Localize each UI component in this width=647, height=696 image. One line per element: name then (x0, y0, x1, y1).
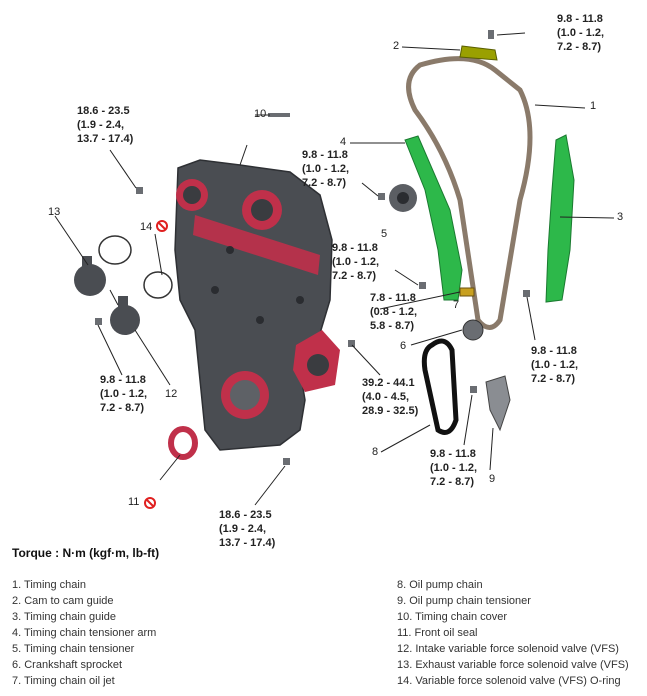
callout-3: 3 (617, 211, 624, 223)
chain-tensioner (389, 184, 417, 212)
legend-right: 8. Oil pump chain 9. Oil pump chain tens… (397, 577, 629, 689)
torque-cover-mid: 39.2 - 44.1 (4.0 - 4.5, 28.9 - 32.5) (362, 377, 419, 417)
torque-cam-guide: 9.8 - 11.8 (1.0 - 1.2, 7.2 - 8.7) (557, 13, 605, 53)
torque-tensioner: 9.8 - 11.8 (1.0 - 1.2, 7.2 - 8.7) (332, 242, 380, 282)
legend-item: 13. Exhaust variable force solenoid valv… (397, 659, 629, 671)
diagram-svg (54, 30, 615, 509)
exhaust-vfs (74, 256, 106, 296)
callout-1: 1 (590, 100, 597, 112)
exploded-diagram: 9.8 - 11.8 (1.0 - 1.2, 7.2 - 8.7) 18.6 -… (48, 13, 624, 549)
torque-cover-lower: 18.6 - 23.5 (1.9 - 2.4, 13.7 - 17.4) (219, 509, 276, 549)
callout-7: 7 (453, 299, 460, 311)
legend-item: 9. Oil pump chain tensioner (397, 595, 531, 607)
crankshaft-sprocket (462, 319, 484, 341)
torque-oil-pump-tensioner: 9.8 - 11.8 (1.0 - 1.2, 7.2 - 8.7) (430, 448, 478, 488)
legend-item: 12. Intake variable force solenoid valve… (397, 643, 619, 655)
torque-cover-upper: 18.6 - 23.5 (1.9 - 2.4, 13.7 - 17.4) (77, 105, 134, 145)
callout-6: 6 (400, 340, 407, 352)
legend-item: 5. Timing chain tensioner (12, 643, 135, 655)
timing-chain-cover (174, 159, 340, 451)
callout-13: 13 (48, 206, 61, 218)
torque-oil-jet: 7.8 - 11.8 (0.8 - 1.2, 5.8 - 8.7) (370, 292, 418, 332)
callout-4: 4 (340, 136, 347, 148)
oil-pump-chain-tensioner (485, 375, 511, 432)
bolts (95, 30, 530, 465)
timing-chain (406, 56, 533, 330)
callout-9: 9 (489, 473, 496, 485)
torque-unit-label: Torque : N·m (kgf·m, lb-ft) (12, 546, 160, 560)
callout-10: 10 (254, 108, 267, 120)
legend-item: 10. Timing chain cover (397, 611, 508, 623)
legend-left: 1. Timing chain 2. Cam to cam guide 3. T… (12, 577, 156, 689)
front-oil-seal (168, 426, 198, 460)
vfs-o-ring-2 (143, 271, 173, 299)
intake-vfs (110, 296, 140, 335)
timing-chain-oil-jet (459, 287, 475, 297)
torque-vfs: 9.8 - 11.8 (1.0 - 1.2, 7.2 - 8.7) (100, 374, 148, 414)
legend-item: 2. Cam to cam guide (12, 595, 114, 607)
legend-item: 1. Timing chain (12, 579, 86, 591)
torque-tensioner-arm: 9.8 - 11.8 (1.0 - 1.2, 7.2 - 8.7) (302, 149, 350, 189)
callout-11: 11 (128, 496, 140, 508)
legend-item: 11. Front oil seal (397, 627, 478, 639)
vfs-o-ring-1 (98, 235, 132, 265)
timing-chain-guide (545, 134, 575, 303)
cam-to-cam-guide (459, 45, 498, 61)
callout-5: 5 (381, 228, 388, 240)
torque-chain-guide: 9.8 - 11.8 (1.0 - 1.2, 7.2 - 8.7) (531, 345, 579, 385)
callout-8: 8 (372, 446, 379, 458)
legend-item: 3. Timing chain guide (12, 611, 116, 623)
legend-item: 14. Variable force solenoid valve (VFS) … (397, 675, 621, 687)
legend-item: 8. Oil pump chain (397, 579, 483, 591)
legend-item: 6. Crankshaft sprocket (12, 659, 123, 671)
legend-item: 4. Timing chain tensioner arm (12, 627, 157, 639)
no-reuse-icon (144, 220, 168, 509)
callout-12: 12 (165, 388, 178, 400)
leader-lines (54, 32, 615, 506)
oil-pump-chain (421, 338, 459, 435)
tensioner-arm (404, 135, 463, 301)
callout-2: 2 (393, 40, 400, 52)
legend-item: 7. Timing chain oil jet (12, 675, 115, 687)
callout-14: 14 (140, 221, 153, 233)
